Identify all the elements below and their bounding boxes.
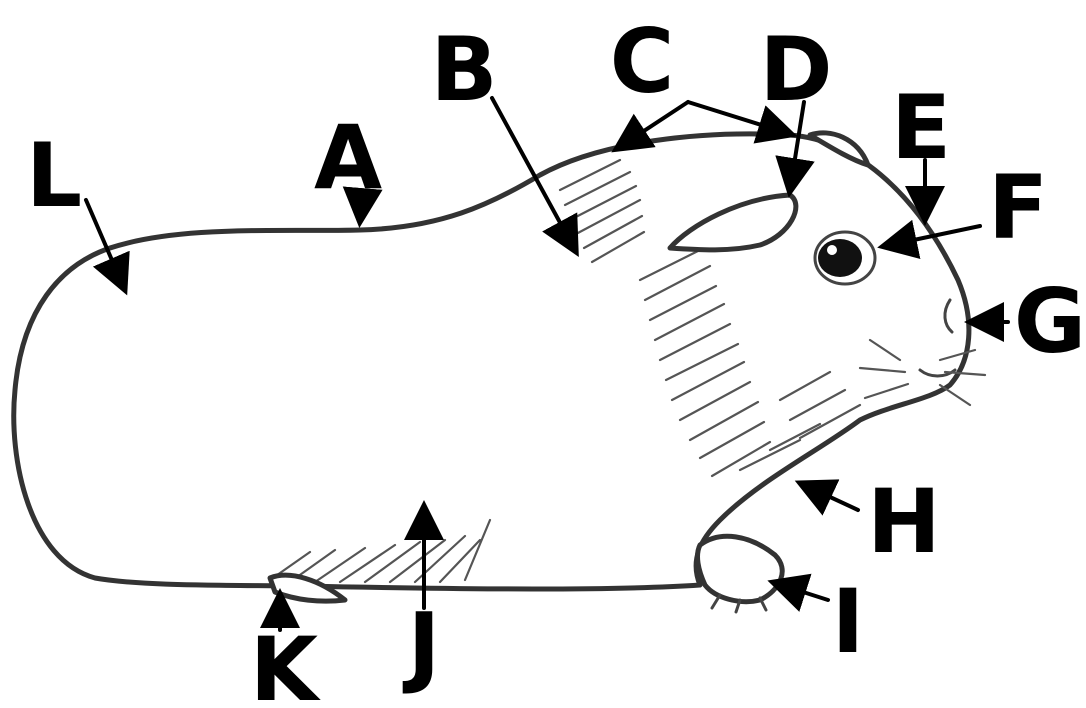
- label-f: F: [988, 156, 1048, 259]
- label-e: E: [891, 76, 951, 179]
- arrow-h: [802, 484, 858, 510]
- eye: [818, 239, 862, 277]
- arrow-i: [775, 583, 828, 600]
- front-foot: [698, 536, 783, 601]
- body-outline: [14, 134, 969, 589]
- label-k: K: [250, 618, 321, 708]
- label-c: C: [610, 10, 675, 113]
- guinea-pig-figure: [14, 133, 985, 612]
- label-l: L: [26, 124, 82, 227]
- label-i: I: [832, 570, 865, 673]
- label-a: A: [314, 106, 382, 209]
- label-b: B: [430, 18, 497, 121]
- label-j: J: [403, 594, 441, 697]
- label-d: D: [759, 18, 832, 121]
- label-g: G: [1014, 270, 1086, 373]
- label-h: H: [867, 470, 941, 573]
